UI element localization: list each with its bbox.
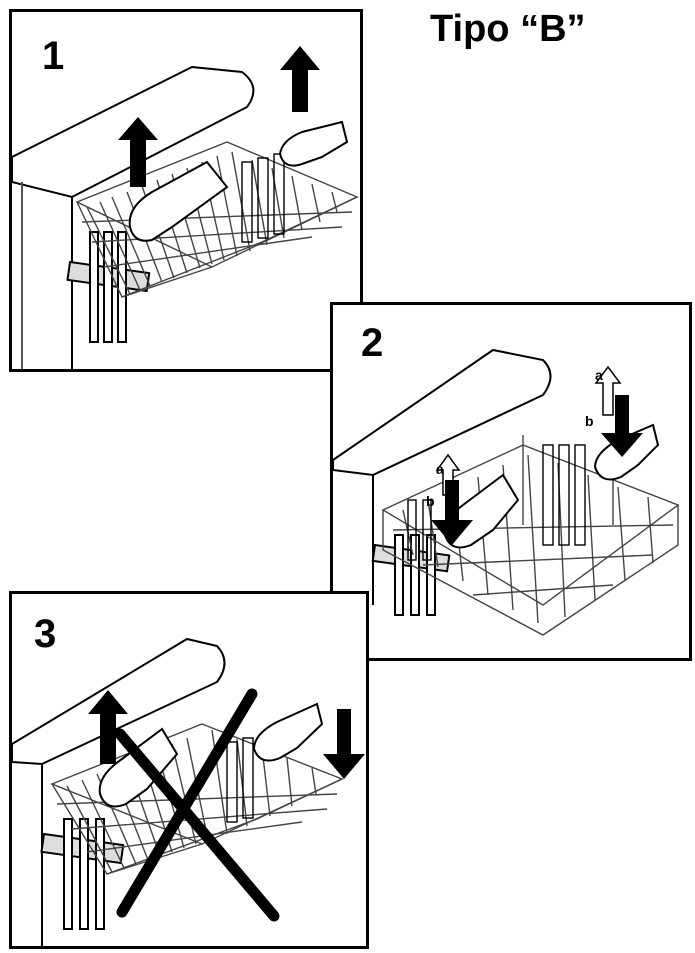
step-number: 3: [34, 612, 57, 656]
cross-icon: [114, 688, 280, 922]
rail: [40, 818, 125, 930]
label-a: a: [436, 461, 444, 477]
step-number: 1: [42, 34, 65, 78]
label-b: b: [585, 413, 594, 429]
counter-top: [333, 348, 552, 605]
step-number: 2: [361, 321, 384, 365]
label-a: a: [595, 367, 603, 383]
step-3-illustration: [12, 637, 365, 946]
hand-icon: [128, 120, 349, 242]
arrow-up-icon: [118, 46, 320, 187]
step-1-illustration: [12, 46, 359, 369]
label-b: b: [426, 493, 435, 509]
arrow-up-icon: [435, 365, 622, 496]
basket-icon: [75, 141, 359, 298]
arrow-down-icon: [323, 709, 365, 779]
hand-icon: [98, 702, 324, 808]
counter-top: [12, 637, 226, 946]
arrow-down-icon: [431, 395, 643, 545]
step-1-panel: 1: [9, 9, 363, 372]
step-3-panel: 3: [9, 591, 369, 949]
rail: [66, 231, 151, 343]
step-2-illustration: [333, 348, 680, 636]
step-2-panel: 2 a b a b: [330, 302, 692, 661]
arrow-up-icon: [88, 690, 128, 764]
basket-icon: [381, 435, 680, 636]
page-title: Tipo “B”: [430, 8, 586, 50]
